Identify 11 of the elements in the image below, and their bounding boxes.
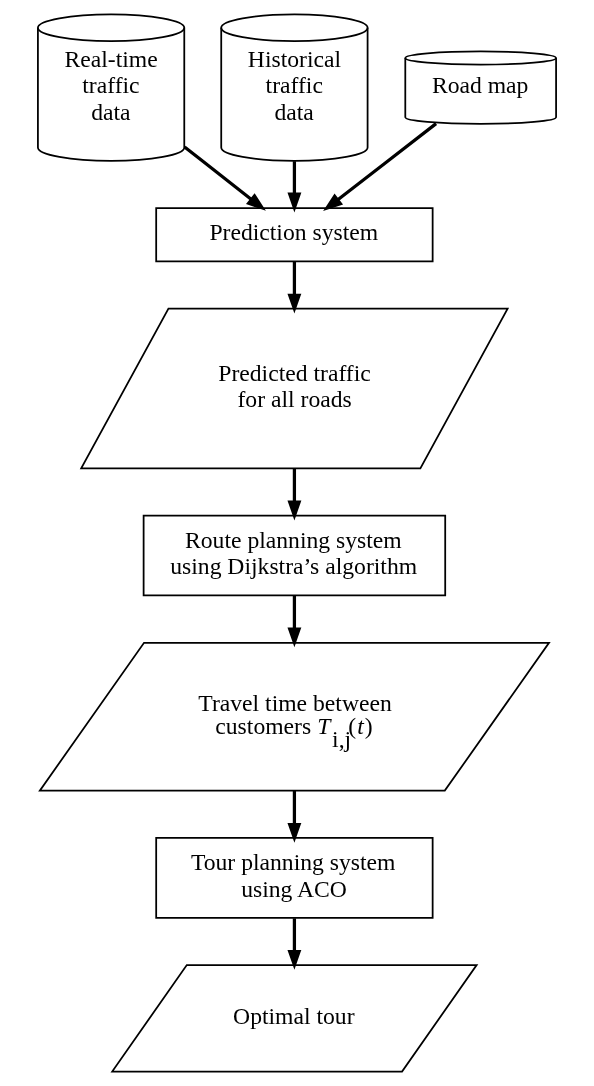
node-box: Tour planning system using ACO	[155, 837, 434, 919]
arrow	[287, 595, 302, 648]
arrow	[183, 145, 266, 211]
node-box: Route planning system using Dijkstra’s algorithm	[142, 514, 447, 597]
arrow	[323, 122, 438, 212]
node-box: Prediction system	[155, 207, 434, 263]
arrow	[287, 161, 302, 213]
arrow	[287, 790, 302, 843]
arrow	[287, 468, 302, 521]
arrow	[287, 261, 302, 314]
arrow	[287, 918, 302, 970]
